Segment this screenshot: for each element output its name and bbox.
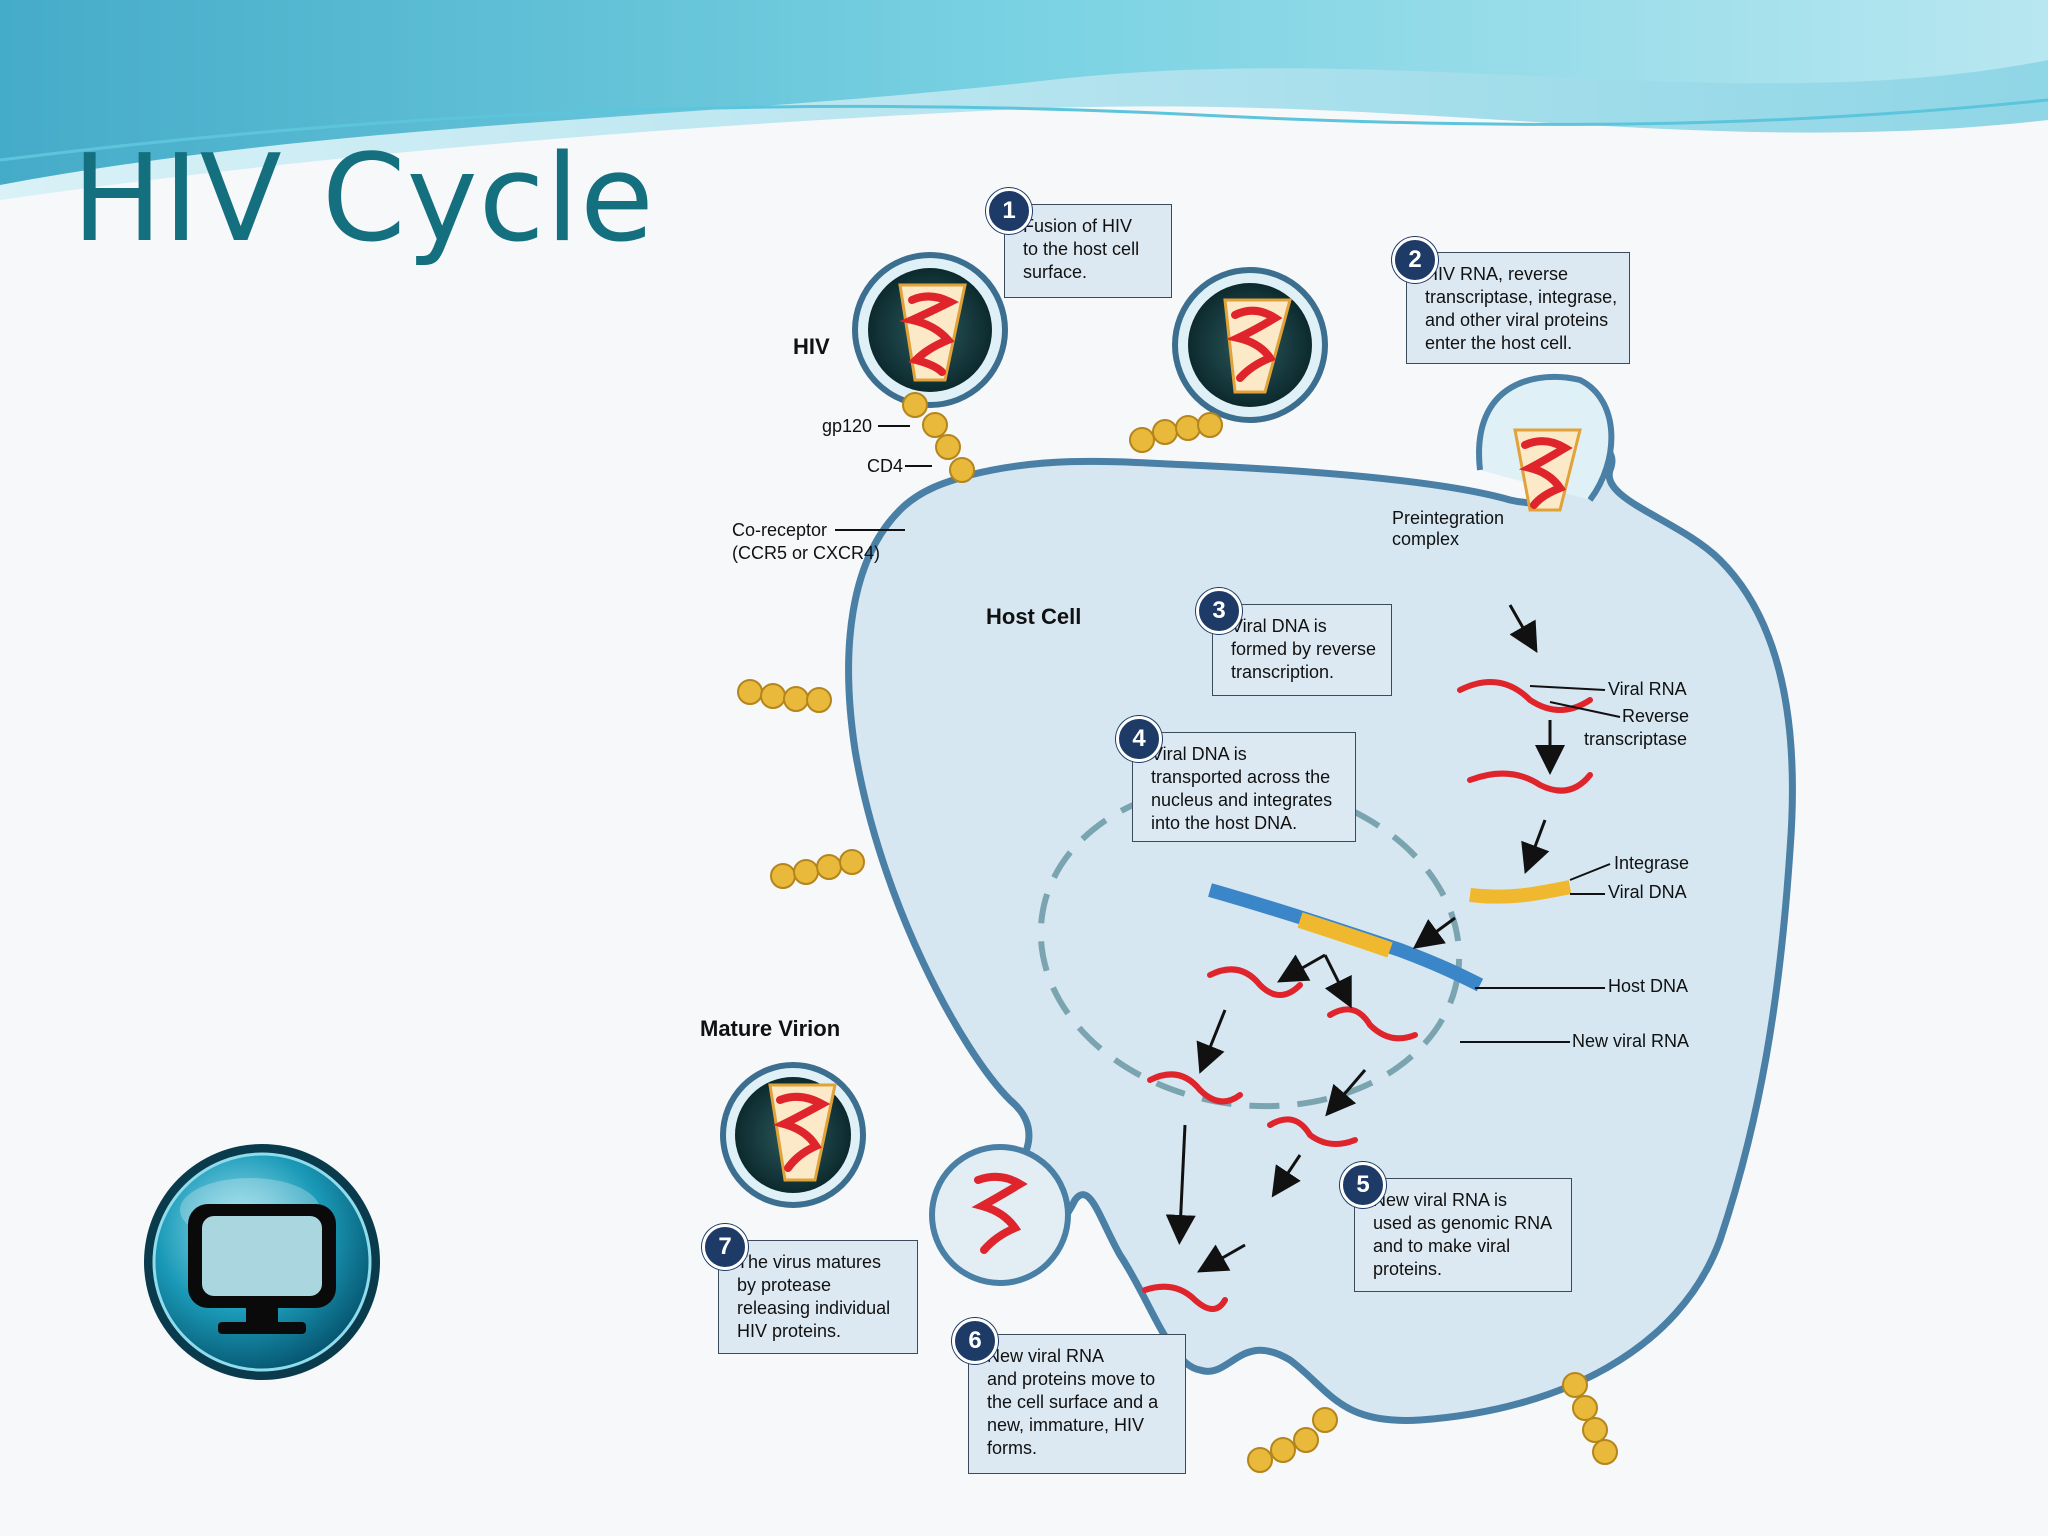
step-5-line-1: New viral RNA is [1373, 1190, 1508, 1210]
budding-virion [929, 1144, 1071, 1286]
leader-lines [835, 425, 1621, 1043]
step-2-line-1: HIV RNA, reverse [1425, 264, 1569, 284]
step-3-line-2: formed by reverse [1231, 639, 1377, 659]
mature-virion [720, 1062, 866, 1208]
step-6-badge: 6 [952, 1318, 998, 1364]
label-viral-dna: Viral DNA [1608, 882, 1687, 902]
step-2-badge: 2 [1392, 237, 1438, 283]
hiv-virus-2 [1172, 267, 1328, 423]
label-host-cell: Host Cell [986, 604, 1082, 629]
label-reverse-1: Reverse [1622, 706, 1690, 726]
step-4-line-1: Viral DNA is [1151, 744, 1247, 764]
step-7-line-4: HIV proteins. [737, 1321, 842, 1341]
viral-dna-strand [1469, 880, 1572, 904]
host-dna-strand [1208, 883, 1484, 992]
step-7-line-1: The virus matures [737, 1252, 882, 1272]
label-cd4: CD4 [867, 456, 904, 476]
step-6-line-2: and proteins move to [987, 1369, 1156, 1389]
viral-rna-strands [1142, 679, 1593, 1312]
step-4-line-4: into the host DNA. [1151, 813, 1298, 833]
step-2-line-2: transcriptase, integrase, [1425, 287, 1618, 307]
label-preintegration-1: Preintegration [1392, 508, 1505, 528]
step-4-badge: 4 [1116, 716, 1162, 762]
step-5-box: New viral RNA is used as genomic RNA and… [1354, 1178, 1572, 1292]
step-5-line-3: and to make viral [1373, 1236, 1511, 1256]
label-coreceptor-2: (CCR5 or CXCR4) [732, 543, 881, 563]
step-3-badge: 3 [1196, 588, 1242, 634]
step-5-badge: 5 [1340, 1162, 1386, 1208]
step-2-box: HIV RNA, reverse transcriptase, integras… [1406, 252, 1630, 364]
label-viral-rna: Viral RNA [1608, 679, 1687, 699]
step-6-line-1: New viral RNA [987, 1346, 1105, 1366]
label-gp120: gp120 [822, 416, 873, 436]
label-host-dna: Host DNA [1608, 976, 1689, 996]
step-7-line-3: releasing individual [737, 1298, 891, 1318]
label-hiv: HIV [793, 334, 830, 359]
header-wave [0, 0, 2048, 200]
monitor-button[interactable] [140, 1140, 384, 1384]
hiv-virus-1 [852, 252, 1008, 408]
step-2-line-3: and other viral proteins [1425, 310, 1609, 330]
step-4-line-2: transported across the [1151, 767, 1331, 787]
hiv-virus-entering [1476, 373, 1615, 512]
step-6-line-3: the cell surface and a [987, 1392, 1159, 1412]
step-7-box: The virus matures by protease releasing … [718, 1240, 918, 1354]
step-6-box: New viral RNA and proteins move to the c… [968, 1334, 1186, 1474]
step-3-line-1: Viral DNA is [1231, 616, 1327, 636]
label-integrase: Integrase [1614, 853, 1690, 873]
step-7-line-2: by protease [737, 1275, 832, 1295]
label-preintegration-2: complex [1392, 529, 1460, 549]
step-7-badge: 7 [702, 1224, 748, 1270]
step-4-line-3: nucleus and integrates [1151, 790, 1333, 810]
step-3-line-3: transcription. [1231, 662, 1335, 682]
slide-title: HIV Cycle [72, 130, 655, 269]
step-6-line-4: new, immature, HIV [987, 1415, 1145, 1435]
label-reverse-2: transcriptase [1584, 729, 1688, 749]
step-4-box: Viral DNA is transported across the nucl… [1132, 732, 1356, 842]
step-3-box: Viral DNA is formed by reverse transcrip… [1212, 604, 1392, 696]
step-1-box: Fusion of HIV to the host cell surface. [1004, 204, 1172, 298]
process-arrows [1165, 604, 1565, 1273]
step-1-line-1: Fusion of HIV [1023, 216, 1133, 236]
label-mature-virion: Mature Virion [700, 1016, 841, 1041]
step-5-line-4: proteins. [1373, 1259, 1443, 1279]
step-1-badge: 1 [986, 188, 1032, 234]
step-2-line-4: enter the host cell. [1425, 333, 1573, 353]
step-1-line-3: surface. [1023, 262, 1088, 282]
label-coreceptor-1: Co-receptor [732, 520, 828, 540]
step-5-line-2: used as genomic RNA [1373, 1213, 1553, 1233]
monitor-icon [144, 1144, 380, 1380]
step-1-line-2: to the host cell [1023, 239, 1140, 259]
label-new-viral-rna: New viral RNA [1572, 1031, 1690, 1051]
step-6-line-5: forms. [987, 1438, 1038, 1458]
cd4-receptors [737, 392, 1618, 1473]
